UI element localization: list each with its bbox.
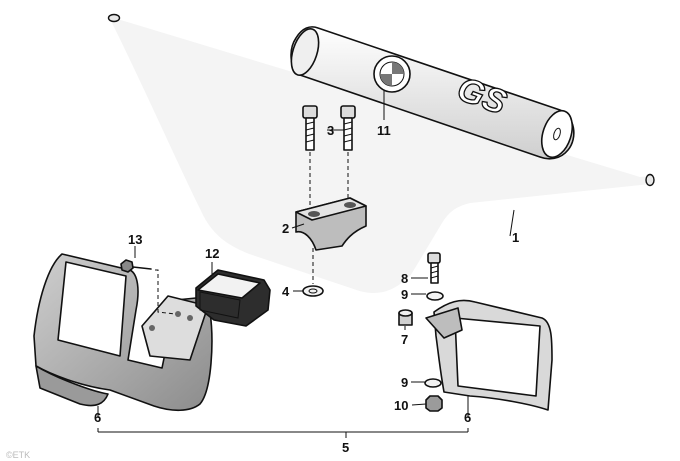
callout-6-right: 6 <box>464 410 471 425</box>
watermark: ©ETK <box>6 450 30 460</box>
leader-lines <box>97 90 515 438</box>
clamp-bolt <box>340 105 356 151</box>
guard-bolt <box>427 252 441 284</box>
callout-12: 12 <box>205 246 219 261</box>
washer <box>426 291 444 301</box>
washer <box>424 378 442 388</box>
switch-housing <box>195 269 271 327</box>
callout-5: 5 <box>342 440 349 455</box>
screw <box>120 259 152 273</box>
callout-7: 7 <box>401 332 408 347</box>
callout-9-lower: 9 <box>401 375 408 390</box>
hand-guard-right <box>425 299 553 411</box>
handlebar-clamp <box>295 197 367 251</box>
callout-4: 4 <box>282 284 290 299</box>
callout-2: 2 <box>282 221 289 236</box>
handlebar-pad: GS <box>290 26 575 160</box>
clamp-bolt <box>302 105 318 151</box>
callout-13: 13 <box>128 232 142 247</box>
nut <box>425 395 443 412</box>
hand-guard-left <box>33 253 213 412</box>
callout-6-left: 6 <box>94 410 101 425</box>
callout-10: 10 <box>394 398 408 413</box>
spacer-sleeve <box>398 309 413 326</box>
callout-8: 8 <box>401 271 408 286</box>
bmw-roundel-icon <box>373 55 411 93</box>
washer <box>302 285 324 297</box>
callout-1: 1 <box>512 230 519 245</box>
handlebar <box>107 13 655 294</box>
callout-11: 11 <box>377 123 391 138</box>
callout-9-upper: 9 <box>401 287 408 302</box>
callout-3: 3 <box>327 123 334 138</box>
